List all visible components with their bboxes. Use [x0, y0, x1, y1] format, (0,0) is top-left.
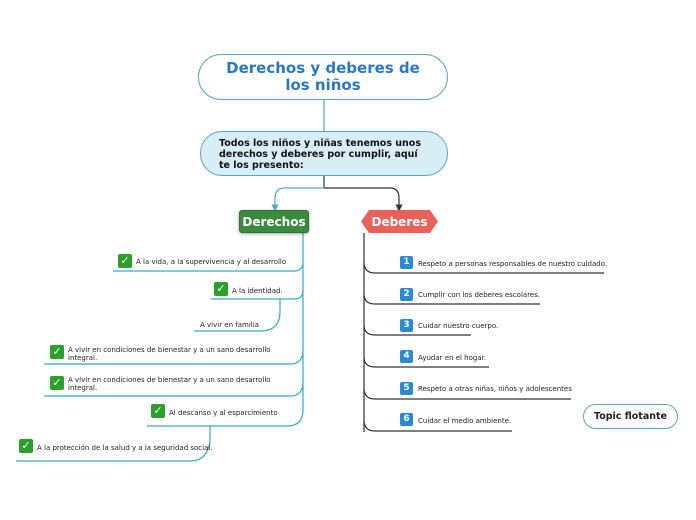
derecho-item-label: Al descanso y al esparcimiento: [169, 409, 278, 417]
number-icon: 4: [400, 350, 413, 363]
derecho-item-label: A la vida, a la supervivencia y al desar…: [136, 258, 287, 266]
derecho-item-label: A vivir en condiciones de bienestar y a …: [68, 346, 271, 362]
number-icon: 1: [400, 256, 413, 269]
intro-topic[interactable]: Todos los niños y niñas tenemos unos der…: [200, 131, 448, 176]
deber-item-label: Respeto a personas responsables de nuest…: [418, 260, 608, 268]
check-icon: ✓: [214, 282, 228, 296]
number-icon: 6: [400, 413, 413, 426]
deberes-topic-label: Deberes: [371, 214, 428, 229]
deber-item-label: Respeto a otras niñas, niños y adolescen…: [418, 385, 572, 393]
derechos-topic[interactable]: Derechos: [239, 210, 309, 233]
check-icon: ✓: [19, 439, 33, 453]
intro-topic-label: Todos los niños y niñas tenemos unos der…: [219, 138, 421, 171]
derecho-item-label: A la protección de la salud y a la segur…: [37, 444, 213, 452]
derechos-topic-label: Derechos: [242, 214, 306, 229]
deber-item-label: Ayudar en el hogar.: [418, 354, 487, 362]
floating-topic-label: Topic flotante: [593, 411, 667, 422]
central-topic[interactable]: Derechos y deberes de los niños: [198, 54, 448, 100]
check-icon: ✓: [50, 345, 64, 359]
deber-item-label: Cumplir con los deberes escolares.: [418, 291, 541, 299]
check-icon: ✓: [151, 404, 165, 418]
check-icon: ✓: [118, 254, 132, 268]
deber-item-label: Cuidar nuestro cuerpo.: [418, 322, 499, 330]
deber-item-label: Cuidar el medio ambiente.: [418, 417, 512, 425]
central-topic-label: Derechos y deberes de los niños: [226, 59, 420, 94]
number-icon: 5: [400, 382, 413, 395]
derecho-item-label: A la identidad.: [232, 287, 283, 295]
deberes-topic[interactable]: Deberes: [361, 210, 438, 233]
number-icon: 3: [400, 319, 413, 332]
check-icon: ✓: [50, 376, 64, 390]
derecho-item-label: A vivir en condiciones de bienestar y a …: [68, 376, 271, 392]
number-icon: 2: [400, 288, 413, 301]
derecho-item-label: A vivir en familia: [200, 321, 259, 329]
floating-topic[interactable]: Topic flotante: [583, 404, 678, 429]
